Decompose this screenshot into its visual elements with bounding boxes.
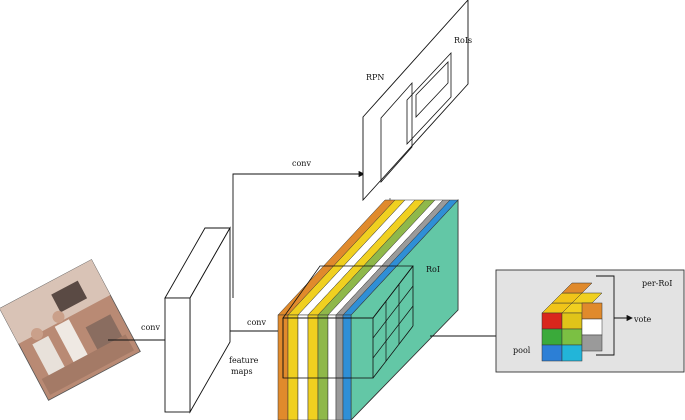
feature-maps-block [164,226,231,414]
roi-label: RoI [426,265,440,274]
score-maps-stack [277,198,459,420]
vote-label: vote [633,315,652,324]
vote-bracket [596,275,615,356]
feature-maps-label-line2: maps [231,367,253,376]
roi-box [282,265,414,379]
vote-cube [541,282,603,362]
rois-label: RoIs [454,36,472,45]
input-image [0,259,141,401]
conv-input-label: conv [141,323,160,332]
pool-label: pool [513,346,531,355]
rpn-label: RPN [366,73,384,82]
rpn-panel [362,0,469,202]
conv-top-path [232,170,365,298]
per-roi-label: per-RoI [642,279,672,288]
conv-mid-label: conv [247,318,266,327]
feature-maps-label-line1: feature [229,356,259,365]
conv-top-label: conv [292,159,311,168]
